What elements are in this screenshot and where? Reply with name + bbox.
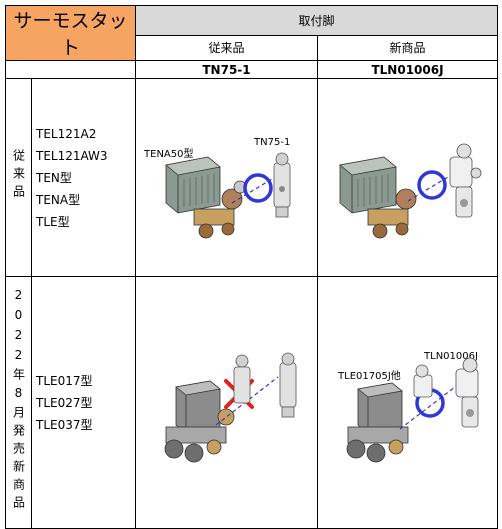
model-item: TLE017型 <box>36 373 93 388</box>
label-tln01006j: TLN01006J <box>424 351 478 362</box>
thermostat-new-leg-illustration <box>339 143 482 239</box>
header-mounting-leg: 取付脚 <box>135 5 499 36</box>
thermostat-body-icon <box>339 156 417 239</box>
fit-circle-icon <box>417 170 447 200</box>
mounting-leg-icon <box>449 143 482 218</box>
model-item: TENA型 <box>36 192 81 207</box>
thermostat-compatibility-table: サーモスタット 取付脚 従来品 新商品 TN75-1 TLN01006J 従来品… <box>4 5 499 529</box>
row-label-new-text: 2022年8月発売新商品 <box>11 288 26 514</box>
image-old-with-old-leg: TENA50型 TN75-1 <box>135 78 319 277</box>
row-label-new: 2022年8月発売新商品 <box>5 276 32 529</box>
image-new-with-old-leg <box>135 276 319 529</box>
label-tle01705j: TLE01705J他 <box>338 371 401 382</box>
image-old-with-new-leg <box>317 78 499 277</box>
thermostat-new-leg-fit-illustration <box>346 357 479 463</box>
thermostat-body-icon <box>165 156 247 239</box>
row-label-old: 従来品 <box>5 78 32 277</box>
thermostat-old-leg-illustration <box>165 152 291 239</box>
model-item: TLE037型 <box>36 417 93 432</box>
model-item: TEN型 <box>36 170 72 185</box>
mounting-leg-icon <box>413 357 479 428</box>
mounting-leg-icon <box>273 152 291 218</box>
label-tena50: TENA50型 <box>144 149 194 160</box>
table-title: サーモスタット <box>4 5 137 61</box>
label-tn75-1: TN75-1 <box>254 137 291 148</box>
code-old: TN75-1 <box>135 60 319 79</box>
model-item: TLE027型 <box>36 395 93 410</box>
image-new-with-new-leg: TLN01006J TLE01705J他 <box>317 276 499 529</box>
header-new-product: 新商品 <box>317 34 499 62</box>
thermostat-body-icon <box>164 380 235 463</box>
models-new: TLE017型 TLE027型 TLE037型 <box>30 276 137 529</box>
thermostat-incompatible-illustration <box>164 352 297 463</box>
header-old-product: 従来品 <box>135 34 319 62</box>
mounting-leg-icon <box>233 352 297 418</box>
model-item: TLE型 <box>36 214 70 229</box>
model-item: TEL121A2 <box>36 126 97 141</box>
model-item: TEL121AW3 <box>36 148 108 163</box>
models-old: TEL121A2 TEL121AW3 TEN型 TENA型 TLE型 <box>30 78 137 277</box>
row-label-old-text: 従来品 <box>11 149 26 203</box>
code-new: TLN01006J <box>317 60 499 79</box>
code-spacer <box>4 60 137 79</box>
thermostat-body-icon <box>346 382 409 463</box>
fit-circle-icon <box>243 173 273 203</box>
